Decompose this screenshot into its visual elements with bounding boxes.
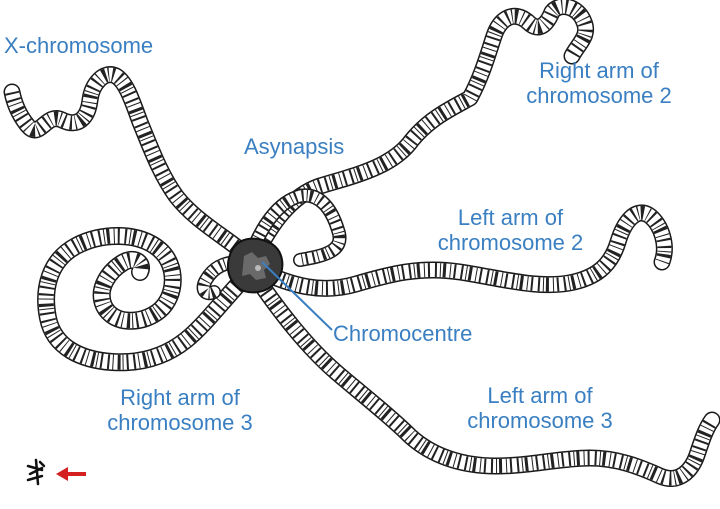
right-arm-chromosome-3-label: Right arm of chromosome 3 xyxy=(80,385,280,435)
right-arm-3-line-1: Right arm of xyxy=(120,385,240,410)
right-arm-2-line-1: Right arm of xyxy=(539,58,659,83)
right-arm-2-line-2: chromosome 2 xyxy=(526,83,672,108)
asynapsis-loop-body xyxy=(246,190,345,266)
chromocentre-pointer-line xyxy=(261,261,333,331)
x-chromosome-arm-bands xyxy=(5,67,255,264)
left-arm-chromosome-3-bands xyxy=(249,272,718,486)
chromocentre-label: Chromocentre xyxy=(333,321,473,346)
left-arm-2-line-1: Left arm of xyxy=(457,205,564,230)
right-arm-chromosome-2-label: Right arm of chromosome 2 xyxy=(493,58,705,108)
x-chromosome-label: X-chromosome xyxy=(4,33,154,58)
left-arm-chromosome-3-body xyxy=(248,269,719,486)
left-arm-chromosome-3-label: Left arm of chromosome 3 xyxy=(440,383,640,433)
asynapsis-label: Asynapsis xyxy=(244,134,345,159)
left-arm-2-line-2: chromosome 2 xyxy=(437,230,584,255)
right-arm-chromosome-3-body xyxy=(38,228,258,370)
left-arm-chromosome-3-outline xyxy=(246,267,720,487)
chromocentre-mass xyxy=(226,237,284,294)
small-chromosome-icon xyxy=(26,458,46,486)
left-arm-chromosome-2-bands xyxy=(255,206,672,296)
red-arrow-icon xyxy=(56,467,86,481)
chromosome-arms xyxy=(3,0,720,487)
right-arm-3-line-2: chromosome 3 xyxy=(107,410,253,435)
left-arm-3-line-1: Left arm of xyxy=(487,383,593,408)
right-arm-chromosome-2-bands xyxy=(248,0,593,260)
left-arm-3-line-2: chromosome 3 xyxy=(467,408,613,433)
left-arm-chromosome-2-label: Left arm of chromosome 2 xyxy=(408,205,613,255)
